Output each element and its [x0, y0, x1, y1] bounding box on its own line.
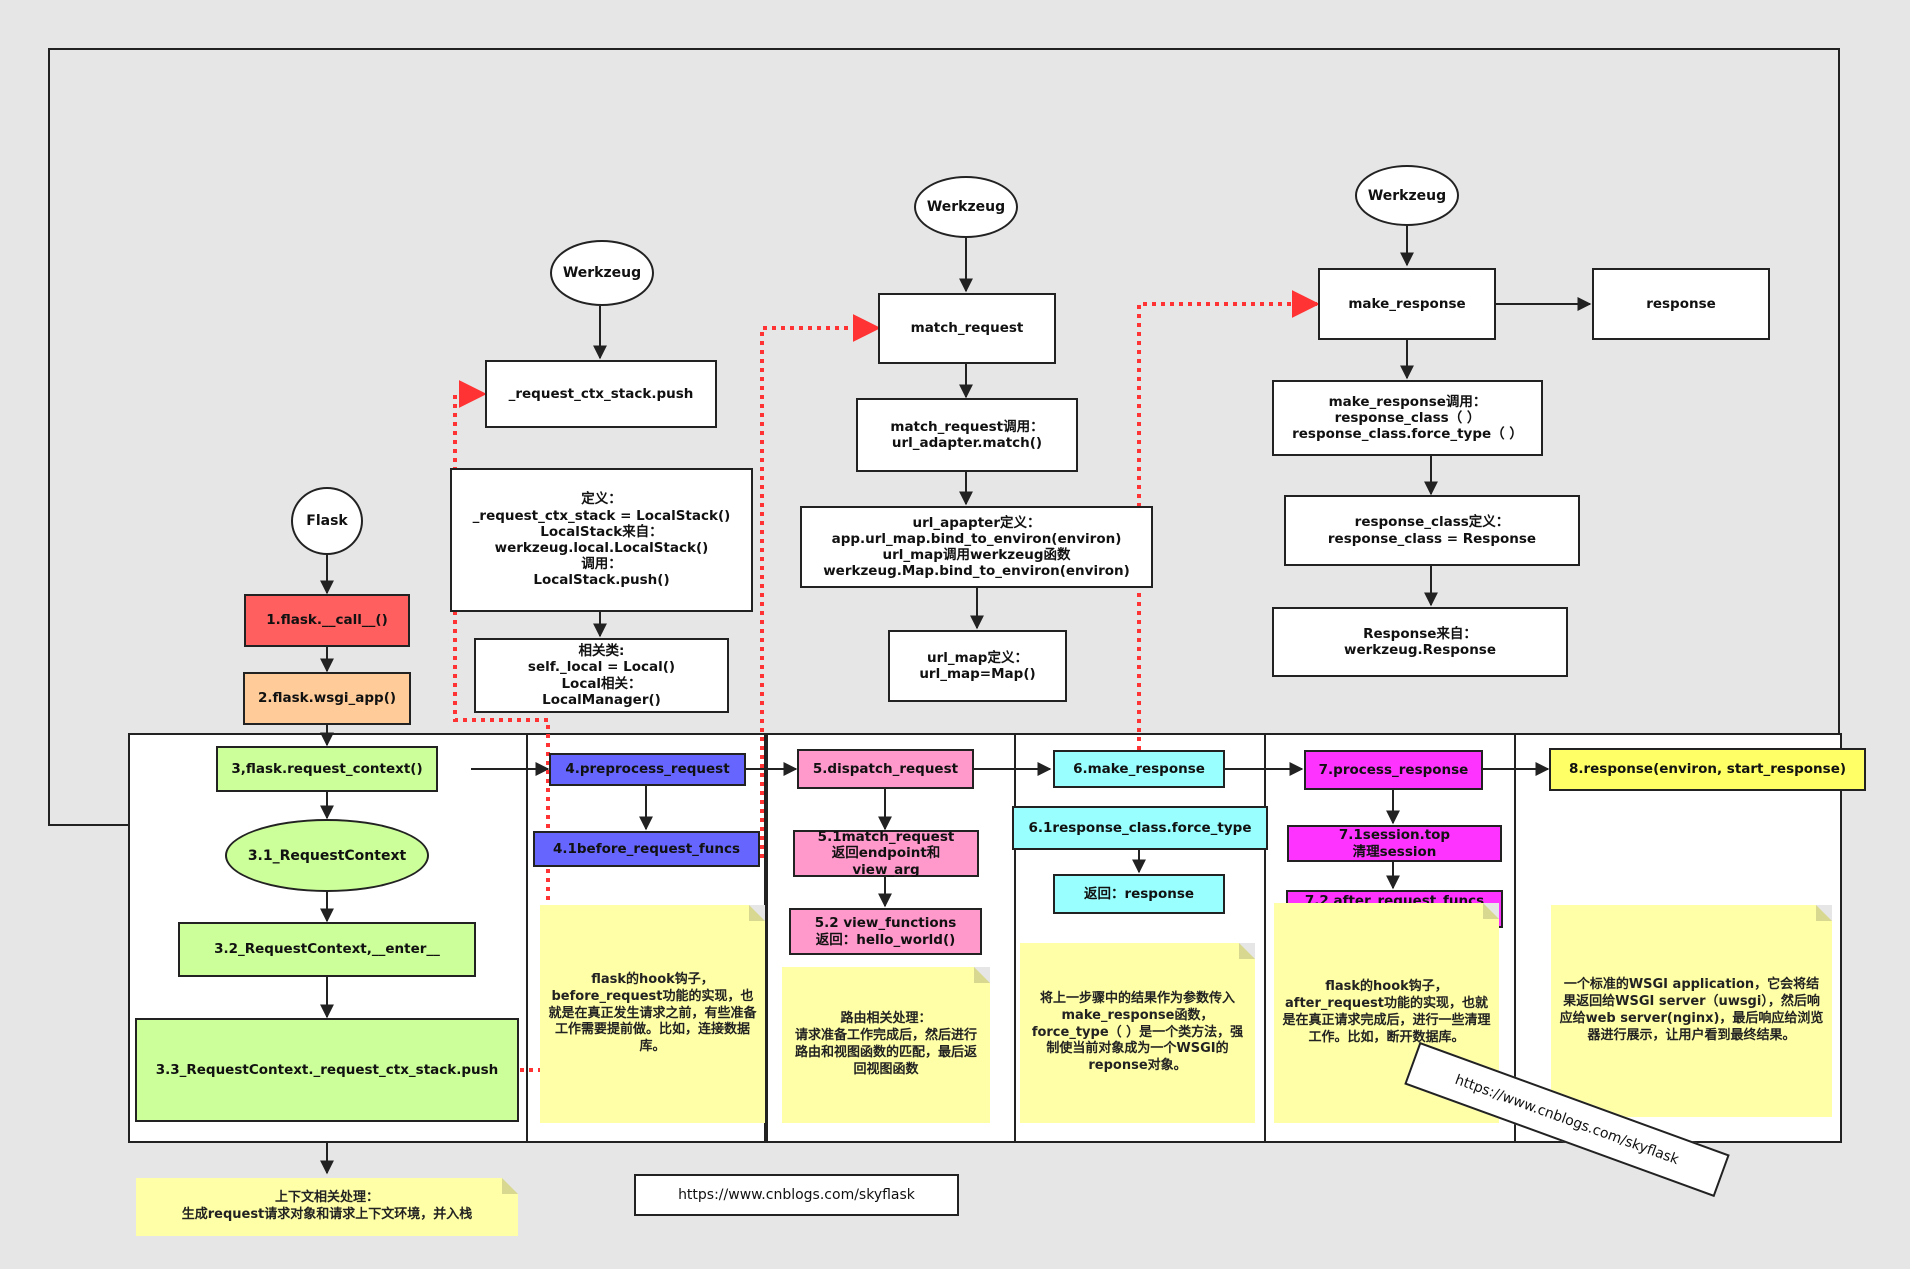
- step-3-2-enter: 3.2_RequestContext,__enter__: [178, 922, 476, 977]
- step-5-1-match-request: 5.1match_request 返回endpoint和view_arg: [793, 829, 979, 878]
- step-1-call: 1.flask.__call__(): [244, 594, 410, 647]
- url-watermark-bottom: https://www.cnblogs.com/skyflask: [634, 1174, 959, 1216]
- step-7-1-session-top: 7.1session.top 清理session: [1287, 825, 1502, 862]
- ctx-related-classes: 相关类: self._local = Local() Local相关： Loca…: [474, 638, 729, 713]
- step-3-1-request-context: 3.1_RequestContext: [225, 819, 429, 892]
- ctx-stack-definition: 定义： _request_ctx_stack = LocalStack() Lo…: [450, 468, 753, 612]
- url-map-definition: url_map定义： url_map=Map(): [888, 630, 1067, 702]
- werkzeug-node-3: Werkzeug: [1355, 165, 1459, 226]
- werkzeug-node-1: Werkzeug: [550, 240, 654, 306]
- step-5-2-view-functions: 5.2 view_functions 返回：hello_world(): [789, 908, 982, 955]
- note-routing: 路由相关处理： 请求准备工作完成后，然后进行路由和视图函数的匹配，最后返回视图函…: [782, 967, 990, 1123]
- return-response: 返回：response: [1053, 874, 1225, 914]
- url-apapter-definition: url_apapter定义： app.url_map.bind_to_envir…: [800, 506, 1153, 588]
- dotted-link-match-request: [760, 314, 881, 858]
- note-context: 上下文相关处理： 生成request请求对象和请求上下文环境，并入栈: [136, 1178, 518, 1236]
- step-7-process-response: 7.process_response: [1304, 750, 1483, 790]
- ctx-stack-push: _request_ctx_stack.push: [485, 360, 717, 428]
- dotted-link-ctx-push: [453, 380, 550, 1072]
- make-response-call: make_response调用： response_class（ ） respo…: [1272, 380, 1543, 456]
- match-request: match_request: [878, 293, 1056, 364]
- note-make-response: 将上一步骤中的结果作为参数传入make_response函数， force_ty…: [1020, 943, 1255, 1123]
- response-class-definition: response_class定义： response_class = Respo…: [1284, 495, 1580, 566]
- make-response: make_response: [1318, 268, 1496, 340]
- flask-node: Flask: [291, 487, 363, 555]
- step-4-1-before-request-funcs: 4.1before_request_funcs: [533, 831, 760, 867]
- step-6-1-force-type: 6.1response_class.force_type: [1012, 806, 1268, 850]
- note-wsgi: 一个标准的WSGI application，它会将结果返回给WSGI serve…: [1551, 905, 1832, 1117]
- step-4-preprocess-request: 4.preprocess_request: [549, 753, 746, 786]
- step-6-make-response: 6.make_response: [1053, 750, 1225, 788]
- response: response: [1592, 268, 1770, 340]
- step-3-request-context: 3,flask.request_context(): [216, 746, 438, 792]
- step-3-3-ctx-stack-push: 3.3_RequestContext._request_ctx_stack.pu…: [135, 1018, 519, 1122]
- step-5-dispatch-request: 5.dispatch_request: [797, 749, 974, 789]
- step-8-response: 8.response(environ, start_response): [1549, 748, 1866, 791]
- match-request-call: match_request调用： url_adapter.match(): [856, 398, 1078, 472]
- step-2-wsgi-app: 2.flask.wsgi_app(): [243, 672, 411, 725]
- werkzeug-node-2: Werkzeug: [914, 176, 1018, 238]
- note-hook-before: flask的hook钩子， before_request功能的实现，也就是在真正…: [540, 905, 765, 1123]
- response-from-werkzeug: Response来自： werkzeug.Response: [1272, 607, 1568, 677]
